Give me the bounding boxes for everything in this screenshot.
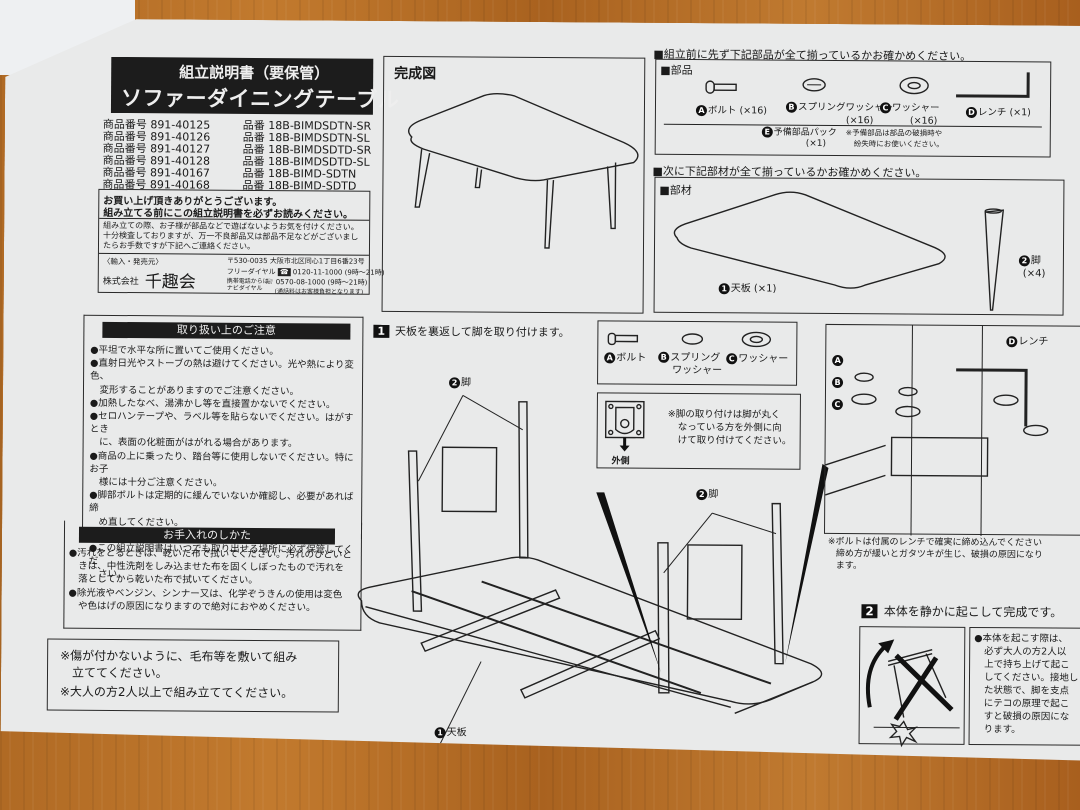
step1-orientation-box: 外側 ※脚の取り付けは脚が丸く なっている方を外側に向 けて取り付けてください。 — [596, 392, 801, 469]
manual-title: 組立説明書（要保管） — [179, 63, 330, 83]
assembly-notes-box: ※傷が付かないように、毛布等を敷いて組み 立ててください。 ※大人の方2人以上で… — [47, 639, 339, 713]
mounting-plate-icon — [597, 393, 668, 469]
caution-box: 取り扱い上のご注意 ●平坦で水平な所に置いてご使用ください。 ●直射日光やストー… — [82, 315, 364, 539]
step1-parts-icons — [598, 321, 798, 362]
step1-assembly-illustration — [351, 361, 833, 644]
contact-box: お買い上げ頂きありがとうございます。 組み立てる前にこの組立説明書を必ずお読みく… — [98, 189, 371, 295]
caution-item: に、表面の化粧面がはがれる場合があります。 — [89, 437, 298, 450]
caution-item: ●セロハンテープや、ラベル等を貼らないでください。はがすとき — [89, 410, 354, 436]
assembly-note: 立ててください。 — [59, 665, 168, 681]
step2-number: 2 — [861, 604, 877, 618]
bolt-detail-illustration — [825, 325, 1080, 537]
care-list: ●汚れをとるときは、乾いた布で拭いてください。汚れのひどいと きは、中性洗剤をし… — [68, 547, 351, 615]
washer-icon — [900, 77, 928, 93]
company-name: 千趣会 — [144, 272, 196, 293]
impact-icon — [891, 721, 916, 745]
mobile-label: 携帯電話からはナビダイヤル — [226, 277, 269, 293]
detail-tag-c: C — [832, 399, 844, 410]
wrench-icon — [956, 370, 1026, 426]
bolt-icon — [706, 81, 736, 93]
tabletop-icon — [674, 191, 945, 288]
detail-tag-a: A — [832, 355, 844, 366]
prohibited-x-icon — [896, 655, 952, 719]
arrow-down-icon — [620, 446, 630, 452]
free-dial-icon: ☎ — [279, 268, 289, 277]
rotate-arrow-icon — [878, 639, 894, 653]
detail-tag-b: B — [832, 377, 844, 388]
company-role: 〈輸入・発売元〉 — [102, 256, 163, 267]
free-dial: フリーダイヤル ☎ 0120-11-1000 (9時～21時) — [226, 267, 385, 277]
hex-wrench-icon — [956, 72, 1028, 97]
company-prefix: 株式会社 — [102, 276, 139, 288]
tighten-note: ※ボルトは付属のレンチで確実に締め込んでください 締め方が緩いとガタツキが生じ、… — [827, 536, 1043, 572]
instruction-sheet: 組立説明書（要保管） ソファーダイニングテーブル 商品番号 891-40125 … — [0, 18, 1080, 761]
spare-parts-note: ※予備部品は部品の破損時や紛失時にお使いください。 — [845, 128, 944, 149]
product-name: ソファーダイニングテーブル — [120, 86, 400, 112]
notice-line: たらお手数ですが下記へご連絡ください。 — [102, 240, 256, 251]
care-title: お手入れのしかた — [79, 527, 335, 545]
spring-washer-icon — [803, 79, 825, 91]
title-block: 組立説明書（要保管） ソファーダイニングテーブル — [111, 57, 373, 115]
navi-dial-icon: ☏ — [264, 278, 274, 287]
caution-item: ●脚部ボルトは定期的に緩んでいないか確認し、必要があれば締 — [89, 490, 354, 515]
caution-item: ●商品の上に乗ったり、踏台等に使用しないでください。特にお子 — [89, 450, 354, 475]
caution-title: 取り扱い上のご注意 — [102, 322, 350, 340]
tabletop-underside — [357, 556, 822, 704]
assembly-note: ※大人の方2人以上で組み立ててください。 — [59, 684, 294, 701]
care-box: お手入れのしかた ●汚れをとるときは、乾いた布で拭いてください。汚れのひどいと … — [63, 521, 362, 631]
caution-item: ●直射日光やストーブの熱は避けてください。光や熱により変色、 — [90, 358, 354, 383]
parts-icons — [656, 60, 1052, 123]
step2-warning-illustration — [859, 626, 966, 745]
completed-table-illustration — [383, 57, 647, 315]
step2-note-box: ●本体を起こす際は、 必ず大人の方2人以 上で持ち上げて起こ してください。接地… — [969, 627, 1080, 746]
navi-note: (通話料はお客様負担となります) — [274, 288, 364, 296]
leg-icon — [985, 210, 1004, 310]
assembly-note: ※傷が付かないように、毛布等を敷いて組み — [60, 648, 298, 665]
step1-number: 1 — [373, 325, 389, 338]
completed-diagram-box: 完成図 — [382, 56, 646, 314]
step2-note: ●本体を起こす際は、 必ず大人の方2人以 上で持ち上げて起こ してください。接地… — [974, 632, 1079, 736]
company-address: 〒530-0035 大阪市北区同心1丁目6番23号 — [226, 256, 365, 266]
members-illustration — [655, 178, 1066, 317]
care-item: や色はげの原因になりますので絶対におやめください。 — [68, 600, 316, 614]
